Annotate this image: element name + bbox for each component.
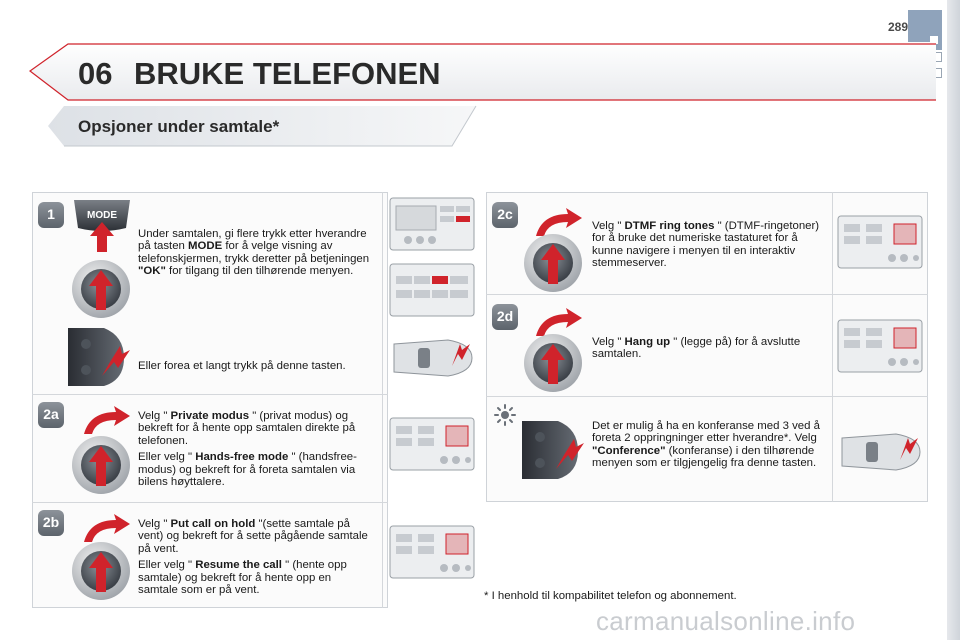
rotate-arrow-icon — [84, 406, 130, 434]
step-3-text: Det er mulig å ha en konferanse med 3 ve… — [592, 420, 820, 470]
step-2b-text: Velg " Put call on hold "(sette samtale … — [138, 518, 368, 597]
step-badge-2a: 2a — [38, 402, 64, 428]
rotate-arrow-icon — [536, 208, 582, 236]
radio-panel-icon — [837, 319, 923, 373]
radio-panel-icon — [389, 525, 475, 579]
rotary-knob-icon — [524, 334, 582, 392]
step-1-text: Under samtalen, gi flere trykk etter hve… — [138, 228, 370, 278]
step-2c-text: Velg " DTMF ring tones " (DTMF-ringetone… — [592, 220, 820, 270]
rotate-arrow-icon — [84, 514, 130, 542]
sun-icon — [494, 404, 516, 426]
mode-key-icon: MODE — [74, 200, 130, 252]
step-badge-2c: 2c — [492, 202, 518, 228]
step-badge-2b: 2b — [38, 510, 64, 536]
rotary-knob-icon — [72, 260, 130, 318]
panel-divider — [382, 192, 383, 608]
step-2d-text: Velg " Hang up " (legge på) for å avslut… — [592, 336, 801, 361]
radio-panel-icon — [389, 197, 475, 251]
row-divider — [486, 396, 928, 397]
row-divider — [486, 294, 928, 295]
rotary-knob-icon — [72, 436, 130, 494]
chapter-number: 06 — [78, 56, 113, 91]
steering-stalk-icon — [841, 433, 921, 471]
row-divider — [32, 502, 388, 503]
steering-stalk-icon — [393, 339, 473, 377]
row-divider — [32, 394, 388, 395]
chapter-header-frame — [28, 42, 936, 101]
steering-stalk-icon — [68, 328, 130, 386]
page-number: 289 — [887, 20, 908, 34]
step-2a-text: Velg " Private modus " (privat modus) og… — [138, 410, 357, 489]
section-header-frame — [48, 105, 477, 147]
rotate-arrow-icon — [536, 308, 582, 336]
watermark: carmanualsonline.info — [596, 606, 856, 636]
section-title: Opsjoner under samtale* — [78, 117, 280, 136]
footnote: * I henhold til kompabilitet telefon og … — [484, 590, 737, 602]
step-badge-1: 1 — [38, 202, 64, 228]
steering-stalk-icon — [522, 421, 584, 479]
page-edge-rail — [947, 0, 960, 640]
radio-panel-icon — [389, 417, 475, 471]
radio-panel-icon — [837, 215, 923, 269]
chapter-title: BRUKE TELEFONEN — [134, 56, 441, 91]
panel-divider — [832, 192, 833, 502]
mode-key-label: MODE — [87, 210, 117, 221]
step-badge-2d: 2d — [492, 304, 518, 330]
rotary-knob-icon — [524, 234, 582, 292]
radio-panel-icon — [389, 263, 475, 317]
rotary-knob-icon — [72, 542, 130, 600]
step-1-alt-text: Eller forea et langt trykk på denne tast… — [138, 360, 346, 372]
